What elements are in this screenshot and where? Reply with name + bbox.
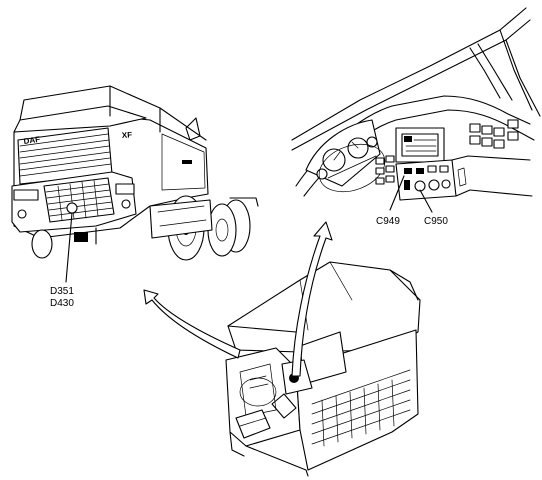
- cab-tilted-illustration: [225, 261, 421, 477]
- label-c949: C949: [376, 216, 400, 227]
- leader-line-c950: [419, 189, 433, 213]
- switch-panel-left: [375, 155, 395, 185]
- label-d351: D351: [50, 286, 74, 297]
- label-d430: D430: [50, 298, 74, 309]
- dashboard-illustration: [291, 7, 541, 201]
- arrow-to-dashboard: [291, 221, 333, 377]
- leader-line-d351: [65, 212, 73, 283]
- cab-badge: XF: [122, 130, 133, 140]
- switch-panel-right: [469, 119, 519, 149]
- label-c950: C950: [424, 216, 448, 227]
- truck-illustration: DAF XF: [11, 85, 259, 261]
- grille-logo: DAF: [23, 135, 41, 146]
- leader-line-c949: [389, 175, 405, 211]
- arrow-to-truck: [143, 289, 241, 359]
